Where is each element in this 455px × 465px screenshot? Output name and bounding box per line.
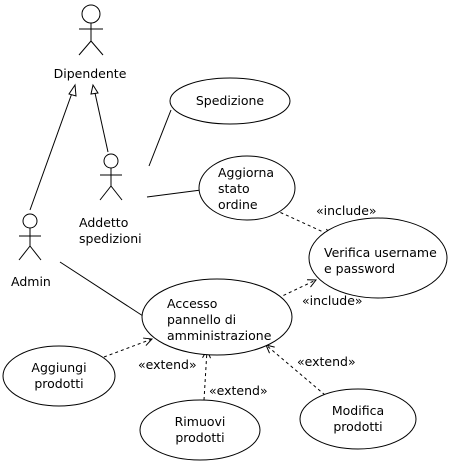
extend-modifica-accesso (266, 345, 326, 396)
usecase-accesso-pannello: Accesso pannello di amministrazione (141, 278, 293, 356)
usecase-label-modifica-line1: Modifica (332, 403, 384, 418)
usecase-modifica-prodotti: Modifica prodotti (299, 388, 417, 450)
usecase-label-aggiorna-line2: stato (218, 181, 250, 196)
usecase-label-aggiorna-line1: Aggiorna (218, 165, 274, 180)
usecase-label-aggiungi-line1: Aggiungi (31, 360, 86, 375)
stereotype-extend-rimuovi: «extend» (209, 383, 268, 398)
include-aggiorna-verifica (274, 209, 332, 236)
usecase-label-spedizione: Spedizione (196, 93, 265, 108)
stereotype-include-aggiorna: «include» (316, 203, 377, 218)
usecase-label-accesso-line3: amministrazione (167, 328, 272, 343)
actor-addetto-spedizioni: Addetto spedizioni (79, 153, 142, 246)
usecase-label-rimuovi-line1: Rimuovi (175, 414, 226, 429)
usecase-aggiorna-stato-ordine: Aggiorna stato ordine (198, 155, 296, 221)
extend-aggiungi-accesso (103, 339, 152, 358)
actor-admin: Admin (11, 213, 51, 289)
actor-label-admin: Admin (11, 274, 51, 289)
usecase-label-aggiungi-line2: prodotti (34, 376, 83, 391)
generalization-admin-dipendente (29, 83, 77, 211)
stereotype-extend-aggiungi: «extend» (138, 357, 197, 372)
association-addetto-aggiorna (146, 189, 202, 198)
generalization-addetto-dipendente (90, 83, 109, 153)
usecase-aggiungi-prodotti: Aggiungi prodotti (2, 345, 116, 407)
actor-dipendente: Dipendente (54, 4, 127, 81)
stereotype-extend-modifica: «extend» (297, 354, 356, 369)
extend-rimuovi-accesso (204, 350, 207, 401)
usecase-label-rimuovi-line2: prodotti (175, 430, 224, 445)
association-admin-accesso (59, 261, 144, 317)
usecase-label-accesso-line1: Accesso (167, 296, 217, 311)
usecase-label-modifica-line2: prodotti (333, 419, 382, 434)
usecase-verifica-username-password: Verifica username e password (308, 217, 448, 299)
association-addetto-spedizione (148, 109, 172, 167)
usecase-rimuovi-prodotti: Rimuovi prodotti (139, 399, 261, 461)
usecase-label-accesso-line2: pannello di (167, 312, 236, 327)
usecase-label-aggiorna-line3: ordine (218, 197, 258, 212)
stereotype-include-accesso: «include» (302, 293, 363, 308)
actor-label-addetto-line2: spedizioni (79, 231, 142, 246)
actor-label-dipendente: Dipendente (54, 66, 127, 81)
usecase-label-verifica-line2: e password (324, 261, 395, 276)
usecase-spedizione: Spedizione (169, 77, 291, 125)
actor-label-addetto-line1: Addetto (79, 215, 128, 230)
usecase-label-verifica-line1: Verifica username (324, 245, 437, 260)
include-accesso-verifica (277, 280, 316, 299)
